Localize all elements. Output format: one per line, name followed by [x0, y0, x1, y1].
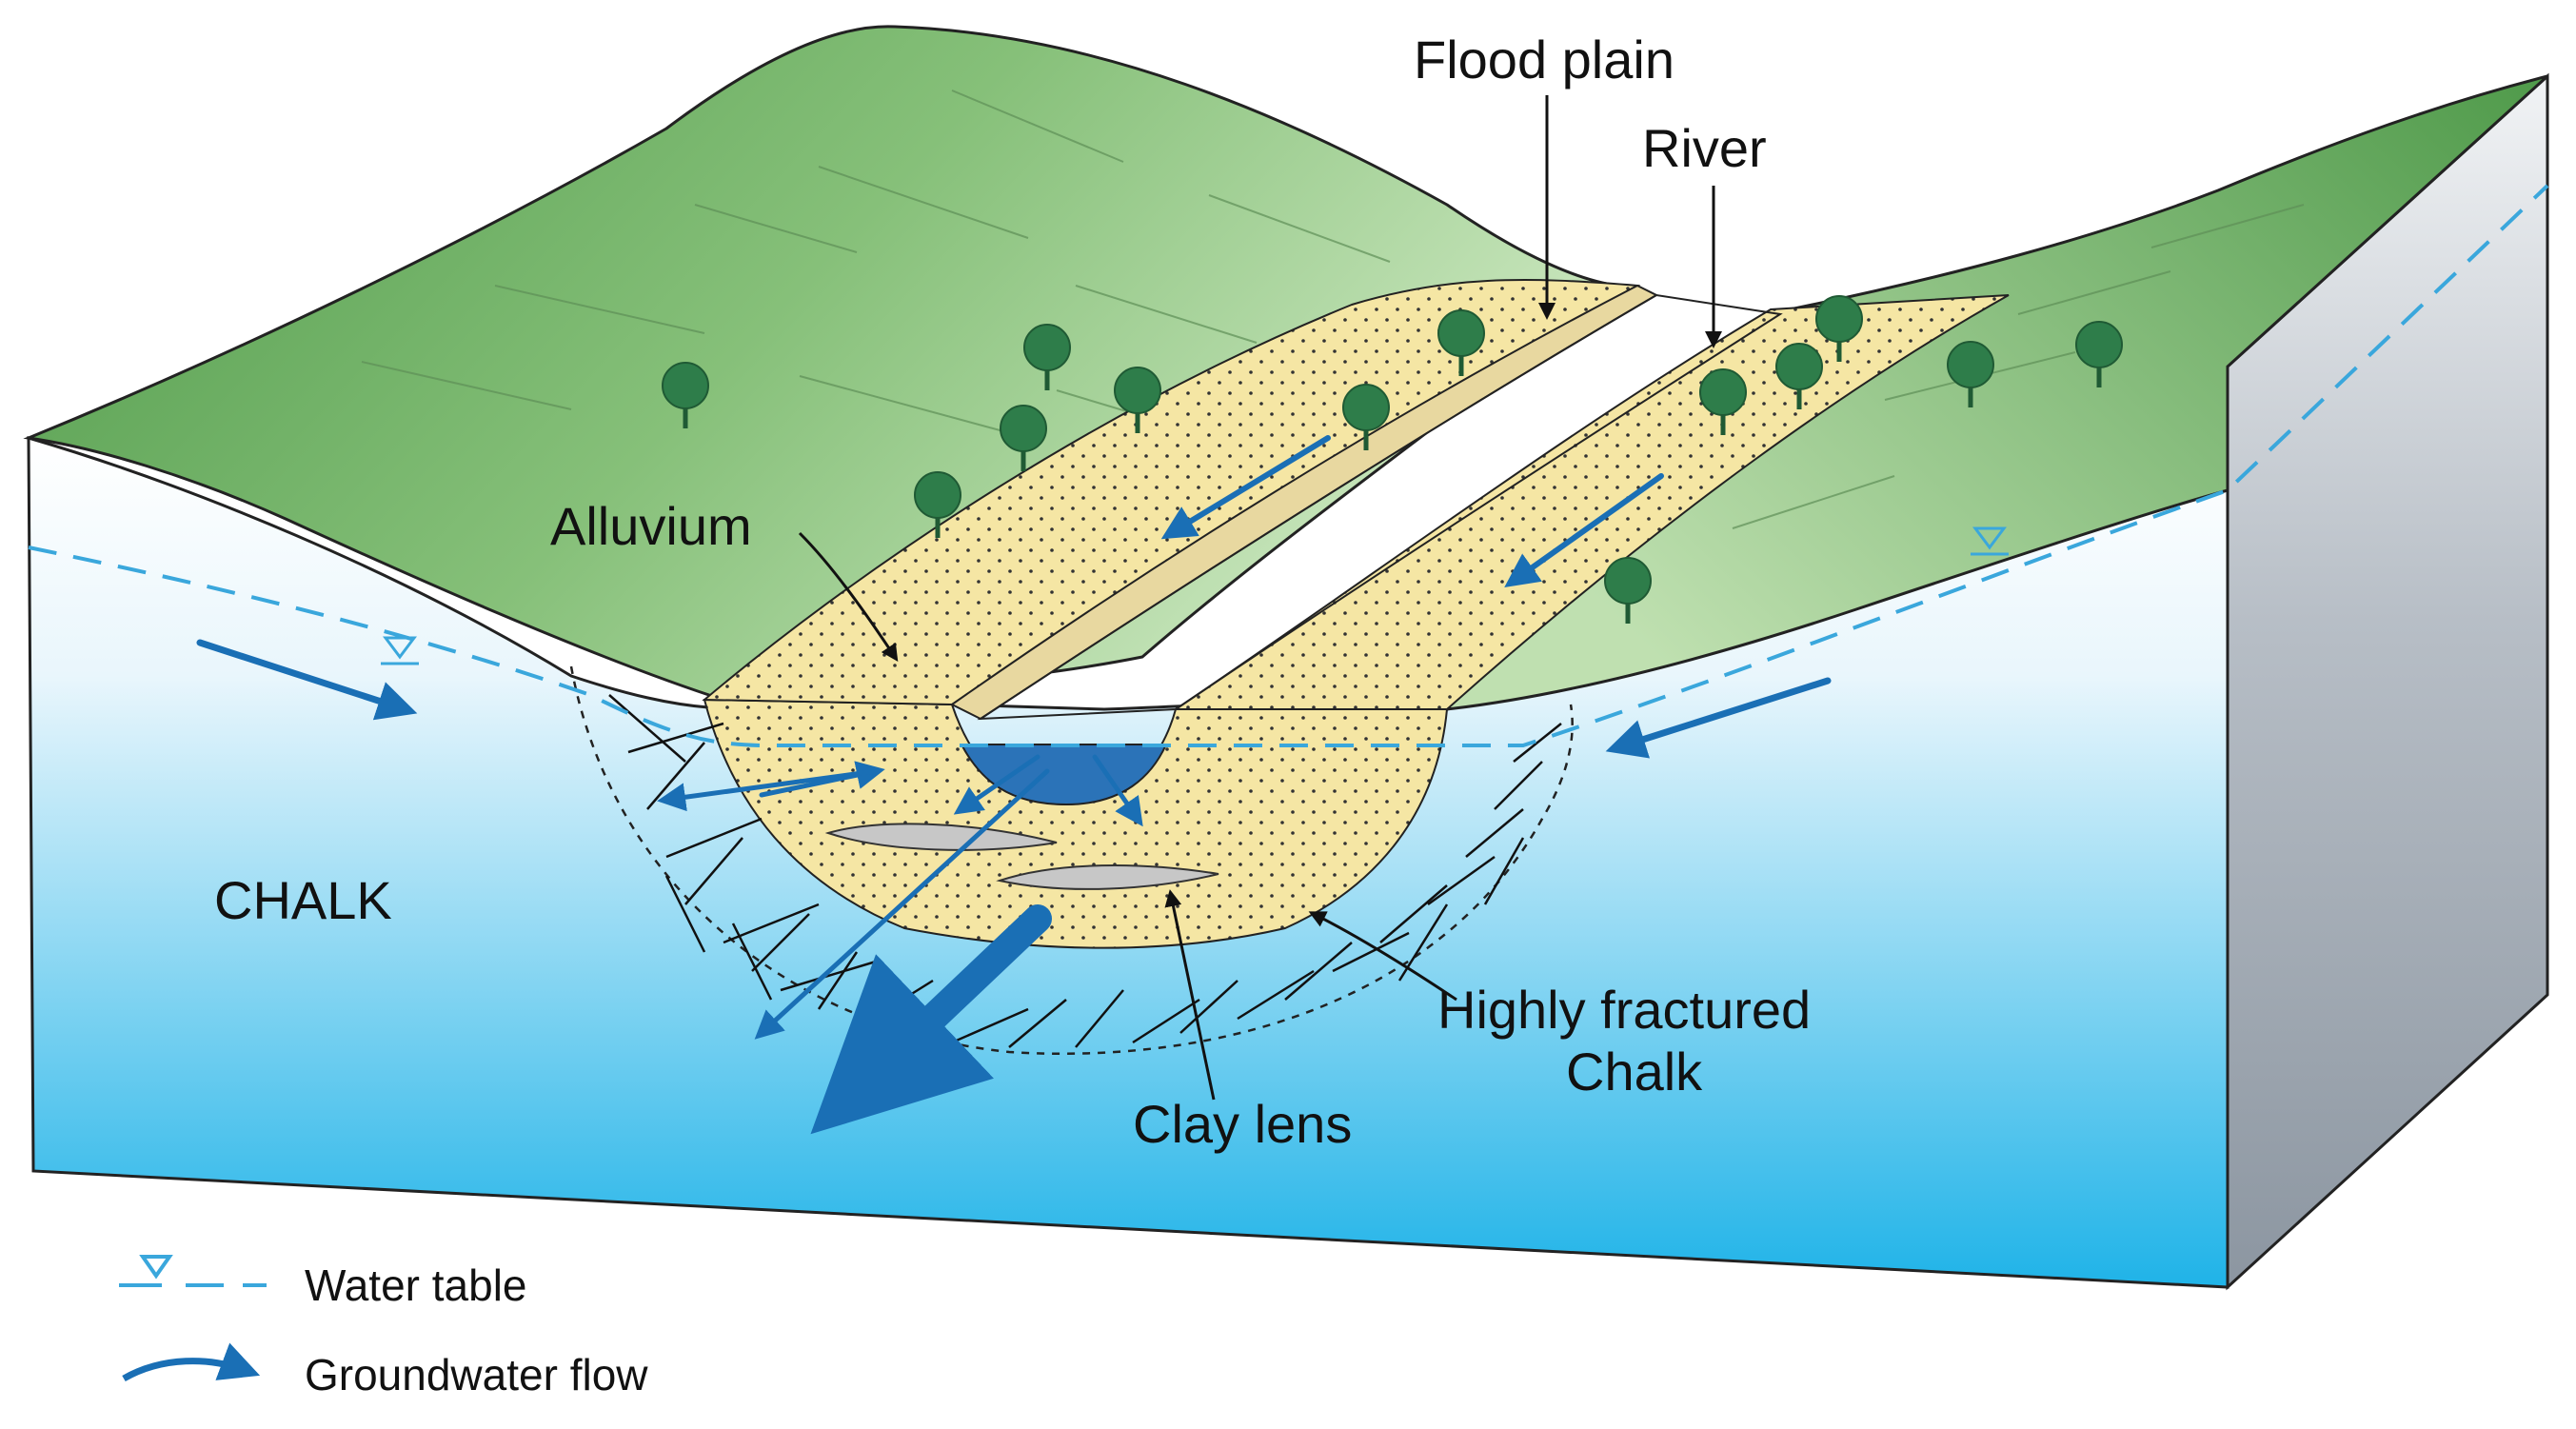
fractured-label-line2: Chalk	[1566, 1042, 1703, 1102]
clay-lens-1	[824, 823, 1058, 851]
tree-icon	[914, 471, 961, 538]
tree-icon	[1437, 309, 1485, 376]
legend-water-table-symbol	[119, 1255, 267, 1287]
trees	[662, 295, 2123, 624]
tree-icon	[1775, 343, 1823, 409]
tree-icon	[1699, 368, 1747, 435]
tree-icon	[1815, 295, 1863, 362]
tree-icon	[1023, 324, 1071, 390]
flood-plain-label: Flood plain	[1414, 30, 1674, 89]
tree-icon	[1000, 405, 1047, 471]
legend: Water table Groundwater flow	[119, 1255, 648, 1399]
fractured-label-line1: Highly fractured	[1437, 980, 1811, 1040]
tree-icon	[1947, 341, 1994, 407]
legend-water-table-label: Water table	[305, 1260, 527, 1310]
tree-icon	[662, 362, 709, 428]
tree-icon	[1342, 384, 1390, 450]
label-leaders	[798, 95, 1722, 1101]
legend-flow-arrow-icon	[122, 1342, 261, 1382]
river-label: River	[1642, 118, 1767, 178]
tree-icon	[1604, 557, 1652, 624]
fractured-zone-boundary	[569, 665, 1574, 1056]
water-table-symbols	[381, 526, 2009, 665]
clay-lens-label: Clay lens	[1133, 1094, 1352, 1154]
alluvium-label: Alluvium	[550, 496, 752, 556]
hill-contour-lines	[361, 89, 2305, 529]
legend-groundwater-flow-label: Groundwater flow	[305, 1350, 648, 1399]
river-channel	[977, 293, 1783, 721]
chalk-label: CHALK	[214, 870, 392, 930]
tree-icon	[1114, 367, 1161, 433]
groundwater-flow-arrows	[196, 435, 1832, 1135]
tree-icon	[2075, 321, 2123, 387]
clay-lens-2	[996, 863, 1219, 890]
